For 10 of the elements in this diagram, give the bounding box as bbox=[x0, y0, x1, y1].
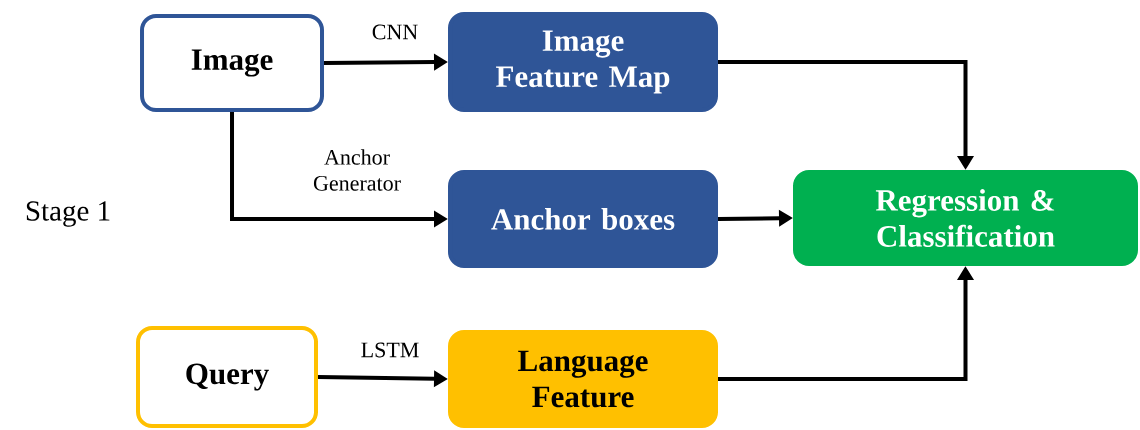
edge-label: LSTM bbox=[361, 342, 419, 358]
process-box: Anchor boxes bbox=[448, 170, 718, 268]
stage-label: Stage 1 bbox=[26, 201, 110, 227]
edge-label: Anchor Generator bbox=[313, 149, 401, 191]
input-box: Image bbox=[140, 14, 324, 112]
edge-label: CNN bbox=[372, 24, 418, 40]
process-box: Language Feature bbox=[448, 330, 718, 428]
output-box: Regression & Classification bbox=[793, 170, 1138, 266]
process-box: Image Feature Map bbox=[448, 12, 718, 112]
input-box: Query bbox=[136, 326, 318, 428]
